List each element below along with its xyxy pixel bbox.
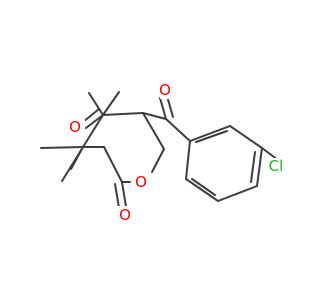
bond-c6-o1 <box>151 148 165 173</box>
bond-acyl-co-a <box>159 97 167 120</box>
bond-c5-me1 <box>88 92 104 116</box>
bonds <box>40 91 279 215</box>
atom-o-pyran: O <box>135 173 147 191</box>
bond-ketone-co-b <box>82 108 100 123</box>
bond-ar-2-3 <box>229 125 263 149</box>
atom-cl: Cl <box>269 157 284 175</box>
bond-ar-1-2 <box>189 125 231 142</box>
bond-c3-me1 <box>40 146 84 149</box>
bond-ar-5-6 <box>185 178 219 202</box>
bond-c3-me2 <box>61 146 84 182</box>
background <box>0 0 300 300</box>
bond-ar-double-1 <box>195 130 228 143</box>
bond-ar-double-2 <box>250 151 256 183</box>
bond-c2-c1 <box>103 146 123 183</box>
bond-ar-3-4 <box>256 147 263 187</box>
atom-o-ketone: O <box>69 118 81 136</box>
bond-c5-c6 <box>142 112 165 150</box>
atom-o-benzoyl: O <box>159 81 171 99</box>
bond-c4-c5 <box>102 112 144 116</box>
bond-c3-c4 <box>82 114 104 148</box>
chemical-structure-diagram: O O O O Cl <box>0 0 300 300</box>
bond-ar-6-1 <box>185 140 191 180</box>
bond-c6-acyl <box>142 112 167 120</box>
bond-c5-me2 <box>102 91 120 116</box>
bond-acyl-co-b <box>166 95 174 118</box>
atom-o-lactone: O <box>119 206 131 224</box>
atom-labels: O O O O Cl <box>69 81 290 224</box>
bond-acyl-ring <box>165 118 191 142</box>
bond-ketone-co-a <box>85 114 104 129</box>
bond-ar-4-5 <box>217 185 258 202</box>
bond-ar-double-3 <box>191 178 216 196</box>
